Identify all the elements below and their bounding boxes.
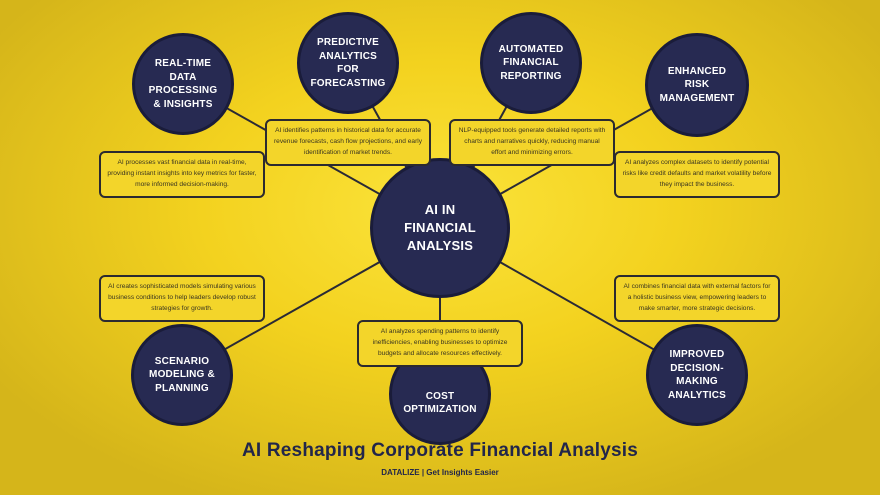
node-automated-label: AUTOMATED FINANCIAL REPORTING	[498, 43, 564, 82]
desc-scenario-text: AI creates sophisticated models simulati…	[108, 283, 256, 312]
desc-cost-text: AI analyzes spending patterns to identif…	[372, 328, 508, 357]
desc-scenario: AI creates sophisticated models simulati…	[99, 275, 265, 322]
desc-predictive: AI identifies patterns in historical dat…	[265, 119, 431, 166]
desc-automated: NLP-equipped tools generate detailed rep…	[449, 119, 615, 166]
desc-realtime-text: AI processes vast financial data in real…	[107, 159, 257, 188]
desc-risk: AI analyzes complex datasets to identify…	[614, 151, 780, 198]
page-subtitle: DATALIZE | Get Insights Easier	[381, 468, 499, 477]
node-risk: ENHANCED RISK MANAGEMENT	[645, 33, 749, 137]
node-predictive-label: PREDICTIVE ANALYTICS FOR FORECASTING	[310, 37, 386, 89]
node-decision-label: IMPROVED DECISION-MAKING ANALYTICS	[667, 349, 727, 401]
node-scenario-label: SCENARIO MODELING & PLANNING	[149, 355, 215, 394]
node-realtime: REAL-TIME DATA PROCESSING & INSIGHTS	[132, 33, 234, 135]
node-automated: AUTOMATED FINANCIAL REPORTING	[480, 12, 582, 114]
center-node-label: AI IN FINANCIAL ANALYSIS	[404, 201, 476, 254]
desc-decision: AI combines financial data with external…	[614, 275, 780, 322]
desc-decision-text: AI combines financial data with external…	[623, 283, 771, 312]
node-predictive: PREDICTIVE ANALYTICS FOR FORECASTING	[297, 12, 399, 114]
center-node: AI IN FINANCIAL ANALYSIS	[370, 158, 510, 298]
desc-predictive-text: AI identifies patterns in historical dat…	[273, 127, 423, 156]
page-title: AI Reshaping Corporate Financial Analysi…	[241, 440, 639, 461]
desc-realtime: AI processes vast financial data in real…	[99, 151, 265, 198]
node-realtime-label: REAL-TIME DATA PROCESSING & INSIGHTS	[148, 58, 218, 110]
desc-automated-text: NLP-equipped tools generate detailed rep…	[458, 127, 606, 156]
desc-risk-text: AI analyzes complex datasets to identify…	[622, 159, 772, 188]
node-decision: IMPROVED DECISION-MAKING ANALYTICS	[646, 324, 748, 426]
desc-cost: AI analyzes spending patterns to identif…	[357, 320, 523, 367]
node-scenario: SCENARIO MODELING & PLANNING	[131, 324, 233, 426]
node-risk-label: ENHANCED RISK MANAGEMENT	[659, 65, 735, 104]
node-cost-label: COST OPTIMIZATION	[403, 390, 477, 416]
